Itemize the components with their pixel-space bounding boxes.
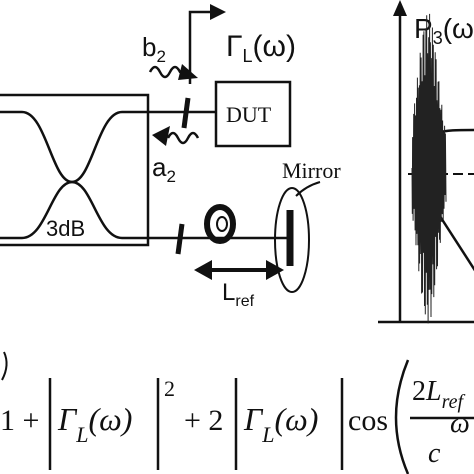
- mirror-label: Mirror: [282, 158, 341, 183]
- fiber-spool-outer: [204, 204, 236, 244]
- gamma-pointer-arrowhead: [210, 4, 226, 20]
- equation-gamma-1: ΓL(ω): [57, 401, 132, 447]
- a2-label: a2: [152, 152, 176, 186]
- equation-bracket: [1, 351, 8, 381]
- a2-arrowhead: [152, 126, 170, 146]
- b2-label: b2: [142, 32, 166, 66]
- equation-one-plus: 1 +: [0, 404, 39, 437]
- equation-cos: cos: [348, 404, 388, 437]
- coupler-waveguide-lower-right: [71, 180, 148, 240]
- coupler-waveguide-upper-right: [71, 110, 148, 184]
- b2-wave: [148, 65, 187, 79]
- equation-omega: ω: [450, 408, 470, 439]
- lref-label: Lref: [222, 279, 255, 310]
- coupler-waveguide-upper-left: [0, 110, 73, 184]
- reference-arm-connector: [175, 223, 185, 255]
- plot-interference-fringes: [411, 13, 447, 324]
- mirror-outline: [274, 187, 310, 293]
- equation-fraction-numerator: 2Lref: [412, 376, 465, 413]
- gamma-label: ΓL(ω): [226, 30, 296, 66]
- coupler-box: [0, 93, 150, 247]
- mirror-pointer: [295, 181, 321, 197]
- dut-arm-connector: [181, 97, 191, 129]
- equation-left-paren: [394, 359, 410, 474]
- fiber-spool-inner: [216, 216, 228, 232]
- plot-y-axis-label: P3(ω: [414, 13, 474, 48]
- equation-gamma-2: ΓL(ω): [243, 401, 318, 447]
- coupler-label: 3dB: [46, 216, 85, 241]
- dut-label: DUT: [226, 102, 272, 127]
- lref-arrowhead-right: [266, 260, 284, 280]
- dut-box: [214, 80, 292, 148]
- equation-fraction-denominator: c: [428, 438, 441, 469]
- a2-wave: [166, 131, 200, 145]
- coupler-waveguide-lower-left: [0, 180, 73, 240]
- equation-plus-two: + 2: [184, 404, 223, 437]
- equation-square-exponent: 2: [164, 376, 175, 401]
- lref-arrowhead-left: [194, 260, 212, 280]
- plot-y-axis-arrowhead: [393, 0, 407, 16]
- gamma-pointer-line: [188, 10, 210, 84]
- b2-arrowhead: [178, 64, 198, 80]
